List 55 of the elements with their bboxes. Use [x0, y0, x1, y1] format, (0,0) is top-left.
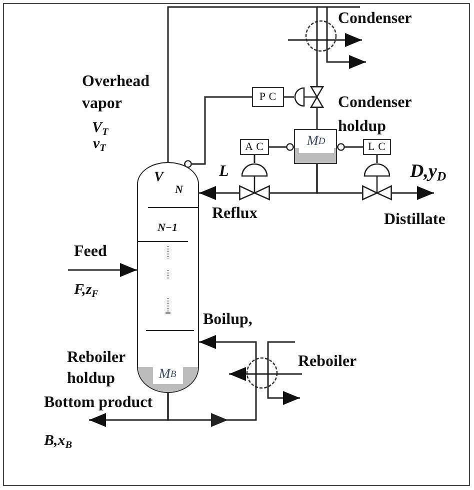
control-valve-symbol	[239, 163, 270, 200]
signal-line	[376, 155, 378, 163]
flow-arrow	[68, 263, 137, 277]
stream-label: D,y$_{D}$	[410, 161, 446, 183]
pipe-line	[316, 52, 318, 86]
controller-box	[363, 139, 391, 155]
heat-exchanger-symbol	[246, 357, 278, 389]
flow-arrow	[199, 186, 239, 200]
flow-arrow	[229, 367, 246, 381]
control-valve-symbol	[362, 163, 392, 200]
controller-label: A C	[245, 142, 264, 152]
controller-box	[252, 87, 284, 107]
stage-label: V	[154, 171, 164, 185]
controller-box	[240, 139, 269, 155]
flow-arrow	[89, 393, 169, 427]
variable-label: L	[219, 163, 229, 181]
equipment-label: Reboiler holdup	[67, 348, 126, 389]
variable-label: B,x$_{B}$	[44, 432, 72, 450]
pipe-line	[316, 108, 318, 129]
flow-arrow	[337, 33, 362, 47]
distillation-column	[137, 162, 199, 393]
controller-label: P C	[259, 92, 277, 102]
flow-arrow	[267, 389, 300, 405]
equipment-label: Condenser holdup	[338, 93, 412, 137]
signal-line	[269, 143, 294, 151]
control-valve-symbol	[294, 86, 324, 108]
flow-arrow	[392, 186, 434, 200]
stage-label: N−1	[156, 223, 179, 234]
variable-label: F,z$_{F}$	[74, 281, 98, 299]
pipe-line	[316, 6, 360, 20]
signal-line	[254, 155, 256, 163]
pipe-line	[278, 373, 302, 375]
flow-arrow	[199, 335, 257, 357]
signal-line	[284, 96, 294, 98]
stream-label: Feed	[74, 243, 107, 261]
pipe-line	[167, 6, 318, 162]
variable-label: V$_{T}$	[92, 120, 108, 136]
equipment-label: Reboiler	[298, 352, 357, 372]
pipe-line	[267, 341, 295, 357]
signal-line	[337, 143, 363, 151]
stream-label: Reflux	[212, 205, 258, 223]
flow-arrow	[326, 52, 366, 69]
stream-label: Boilup,	[203, 311, 252, 329]
stream-label: Bottom product	[44, 394, 153, 412]
pipe-line	[288, 39, 305, 41]
controller-label: L C	[368, 142, 386, 152]
stream-label: Distillate	[384, 211, 446, 229]
stage-label: N	[175, 185, 183, 196]
variable-label: v$_{T}$	[93, 136, 106, 152]
signal-line	[184, 96, 252, 168]
pipe-line	[316, 164, 362, 194]
reflux-drum	[294, 129, 337, 164]
stream-label: Overhead vapor	[82, 72, 151, 114]
equipment-label: Condenser	[338, 10, 412, 28]
heat-exchanger-symbol	[305, 20, 337, 52]
